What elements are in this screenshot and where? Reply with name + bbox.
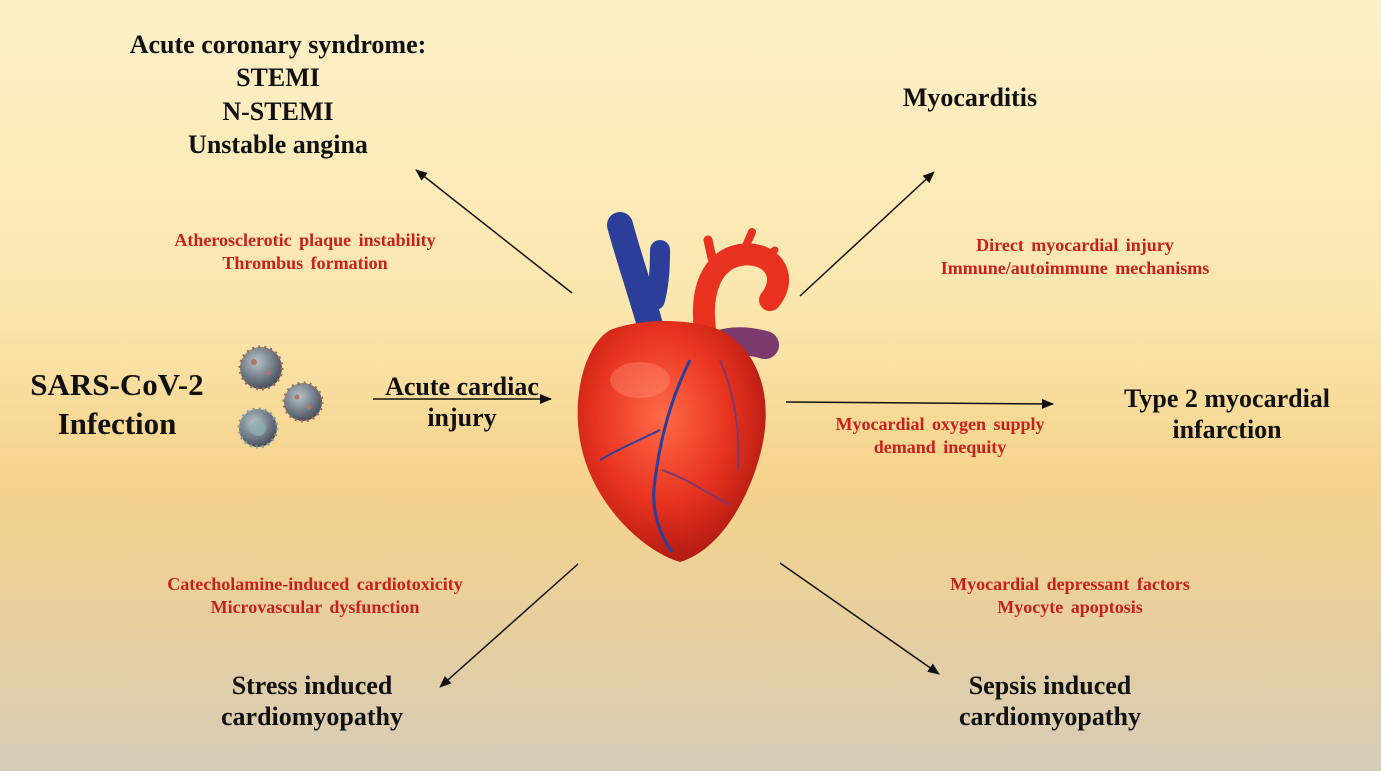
stress-line1: Stress induced — [197, 670, 427, 701]
virus-icon-3 — [239, 409, 277, 447]
mechanism-line: Myocyte apoptosis — [905, 596, 1235, 619]
virus-icon-2 — [284, 383, 322, 421]
mechanism-line: Immune/autoimmune mechanisms — [890, 257, 1260, 280]
acs-title: Acute coronary syndrome: — [108, 28, 448, 61]
type2-line1: Type 2 myocardial — [1092, 383, 1362, 414]
sepsis-label: Sepsis induced cardiomyopathy — [935, 670, 1165, 732]
center-line1: Acute cardiac — [372, 371, 552, 402]
type2-label: Type 2 myocardial infarction — [1092, 383, 1362, 445]
myocarditis-title: Myocarditis — [870, 82, 1070, 113]
myocarditis-label: Myocarditis — [870, 82, 1070, 113]
acs-label: Acute coronary syndrome: STEMI N-STEMI U… — [108, 28, 448, 161]
acs-item: Unstable angina — [108, 128, 448, 161]
mechanism-line: Myocardial depressant factors — [905, 573, 1235, 596]
sepsis-line2: cardiomyopathy — [935, 701, 1165, 732]
virus-icon-1 — [240, 347, 282, 389]
mechanism-line: Direct myocardial injury — [890, 234, 1260, 257]
mechanism-line: Atherosclerotic plaque instability — [110, 229, 500, 252]
acs-mechanism: Atherosclerotic plaque instability Throm… — [110, 229, 500, 276]
stress-label: Stress induced cardiomyopathy — [197, 670, 427, 732]
center-line2: injury — [372, 402, 552, 433]
mechanism-line: Myocardial oxygen supply — [795, 413, 1085, 436]
type2-mechanism: Myocardial oxygen supply demand inequity — [795, 413, 1085, 460]
stress-line2: cardiomyopathy — [197, 701, 427, 732]
mechanism-line: Microvascular dysfunction — [115, 596, 515, 619]
source-label: SARS-CoV-2 Infection — [22, 366, 212, 444]
sepsis-mechanism: Myocardial depressant factors Myocyte ap… — [905, 573, 1235, 620]
center-label: Acute cardiac injury — [372, 371, 552, 433]
source-line2: Infection — [22, 405, 212, 444]
sepsis-line1: Sepsis induced — [935, 670, 1165, 701]
mechanism-line: Catecholamine-induced cardiotoxicity — [115, 573, 515, 596]
mechanism-line: demand inequity — [795, 436, 1085, 459]
heart-icon — [578, 225, 778, 562]
mechanism-line: Thrombus formation — [110, 252, 500, 275]
acs-item: N-STEMI — [108, 95, 448, 128]
stress-mechanism: Catecholamine-induced cardiotoxicity Mic… — [115, 573, 515, 620]
source-line1: SARS-CoV-2 — [22, 366, 212, 405]
myocarditis-mechanism: Direct myocardial injury Immune/autoimmu… — [890, 234, 1260, 281]
type2-line2: infarction — [1092, 414, 1362, 445]
acs-item: STEMI — [108, 61, 448, 94]
arrow-to-type2 — [786, 402, 1053, 404]
